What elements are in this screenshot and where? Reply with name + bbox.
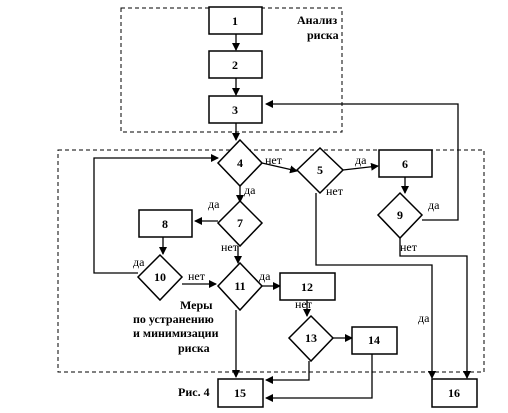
node-4-label: 4 [237, 156, 243, 170]
edge-4-5 [261, 162, 298, 174]
analysis-region [120, 7, 343, 133]
node-11-diamond [216, 261, 264, 312]
edge-label-5-yes: да [355, 153, 367, 167]
node-3-box [208, 95, 263, 124]
node-9-diamond [376, 191, 424, 240]
edge-label-10-yes: да [133, 255, 145, 269]
node-9-label: 9 [397, 208, 403, 222]
node-5-diamond [295, 146, 345, 195]
node-16-label: 16 [448, 386, 460, 400]
node-3-label: 3 [232, 103, 238, 117]
node-16-box [431, 378, 478, 408]
node-1-box [208, 6, 263, 35]
node-6-box [378, 149, 433, 178]
edge-5-16 [315, 193, 436, 379]
measures-label-line1: Меры [180, 298, 213, 312]
edge-9-16 [399, 238, 471, 379]
edge-5-6 [342, 162, 379, 171]
analysis-label-line1: Анализ [297, 13, 337, 27]
node-13-label: 13 [305, 331, 317, 345]
edge-label-5-no: нет [326, 184, 344, 198]
node-12-box [279, 272, 336, 301]
node-10-diamond [136, 253, 184, 302]
edge-label-9-no: нет [400, 240, 418, 254]
node-5-label: 5 [317, 163, 323, 177]
measures-label-line4: риска [178, 341, 210, 355]
node-10-label: 10 [154, 270, 166, 284]
node-6-label: 6 [402, 157, 408, 171]
edge-label-10-no: нет [188, 269, 206, 283]
edge-10-4 [93, 154, 219, 274]
measures-label-line2: по устранению [133, 312, 214, 326]
edge-14-15 [265, 354, 373, 402]
node-14-label: 14 [368, 333, 380, 347]
edge-13-15 [265, 361, 310, 384]
edge-label-11-yes: да [259, 269, 271, 283]
node-13-diamond [287, 314, 335, 363]
node-11-label: 11 [234, 279, 245, 293]
analysis-label-line2: риска [307, 28, 339, 42]
measures-region [57, 149, 485, 373]
edge-label-12-no: нет [295, 297, 313, 311]
node-4-diamond [216, 138, 264, 188]
node-7-label: 7 [237, 216, 243, 230]
node-8-box [138, 209, 193, 238]
edge-label-7-yes: да [208, 197, 220, 211]
node-2-box [208, 50, 263, 79]
edge-9-3 [265, 100, 459, 221]
node-8-label: 8 [162, 217, 168, 231]
node-15-box [217, 378, 264, 408]
edge-label-4-no: нет [265, 153, 283, 167]
figure-caption: Рис. 4 [178, 385, 210, 399]
node-7-diamond [216, 199, 264, 248]
node-15-label: 15 [234, 386, 246, 400]
measures-label-line3: и минимизации [133, 326, 219, 340]
node-2-label: 2 [232, 58, 238, 72]
node-1-label: 1 [232, 14, 238, 28]
node-12-label: 12 [301, 280, 313, 294]
edge-label-9-yes: да [428, 198, 440, 212]
edge-label-16-yes: да [418, 311, 430, 325]
edge-label-7-no: нет [221, 240, 239, 254]
node-14-box [351, 326, 398, 355]
edge-label-4-yes: да [244, 183, 256, 197]
